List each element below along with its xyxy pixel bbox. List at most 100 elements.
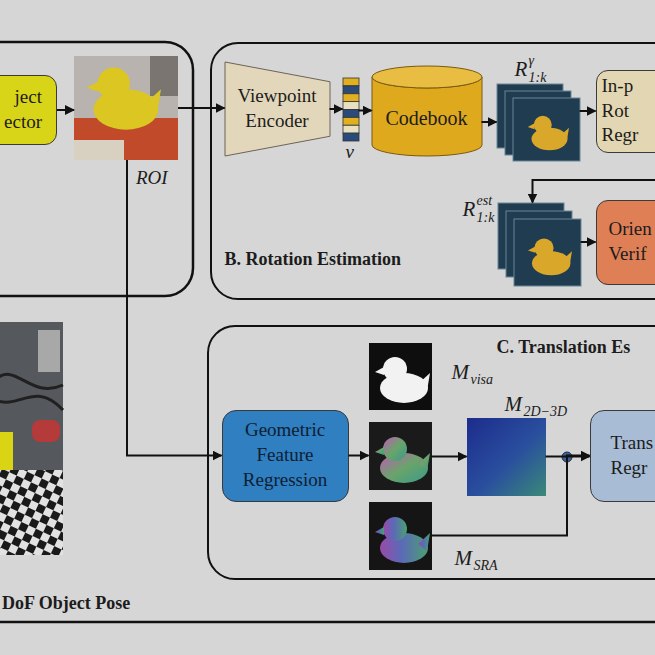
vector-cell [343,101,359,109]
text-holder: Geometric Feature Regression [223,411,348,501]
feature-duck [375,437,430,483]
cylinder-body [372,77,482,156]
mask-background [369,343,432,410]
verification-box: Orien Verif [596,200,655,285]
connector-arrow [546,456,590,458]
text-holder: In-p Rot Regr [597,71,655,152]
correspondence-image: M2D−3D [467,418,546,496]
connector-arrow [482,121,497,123]
vector-cell [343,85,359,93]
image-caption: ROI [136,168,168,187]
render-duck [528,238,572,275]
vector-cell [343,109,359,117]
connector-arrow [178,107,225,109]
vector-cell [343,117,359,125]
latent-vector: v [343,78,359,141]
box-label: In-p Rot Regr [602,74,652,148]
junction-dot [562,452,572,462]
text-holder: ject ector [0,76,56,144]
detection-panel [0,42,193,296]
connector-arrow [432,456,467,458]
text-holder: Orien Verif [597,201,655,284]
cylinder-top [372,66,482,88]
encoder-trapezoid-outline [225,62,330,156]
math-symbol: M [452,360,470,384]
feature-background [369,422,432,490]
photo-car [32,420,60,442]
box-label: Geometric Feature Regression [226,418,344,492]
render-stack [497,84,580,161]
encoder-trapezoid: Viewpoint Encoder [225,62,330,156]
trapezoid-shape [225,62,330,156]
roi-paper [74,140,124,160]
math-label: MSRA [455,546,473,571]
connector-arrow [57,109,74,111]
math-symbol: M [505,392,523,416]
outer-frame [0,0,655,622]
photo-object [38,330,60,372]
panel-title: C. Translation Es [497,338,631,358]
math-symbol: R [463,197,476,221]
connector-arrow [359,110,372,112]
rotation-stack: Rγ1:k [497,84,580,161]
region-image: MSRA [369,502,432,570]
feature-image [369,422,432,490]
region-duck [375,517,430,563]
connector-arrow [127,160,222,456]
rotation-stack: Rest1:k [498,203,581,286]
math-index: 1:k [529,70,547,87]
connector-arrow [581,241,596,243]
mask-silhouette [375,357,430,403]
connector-arrow [432,456,590,536]
render-image [514,219,581,286]
photo-marker-board [0,470,63,555]
math-index: γ [529,53,535,70]
box-label: Codebook [373,105,481,131]
render-duck [528,116,569,151]
vector-cell [343,133,359,141]
vector-cell [343,93,359,101]
connector-arrow [349,455,369,457]
codebook-cylinder: Codebook [372,66,482,156]
box-label: Orien Verif [609,217,655,266]
math-label: Mvisa [452,360,470,385]
math-index: visa [471,372,494,389]
vector-cell [343,78,359,86]
image-caption: v [346,142,354,161]
translation-panel: C. Translation Es Geometric Feature Regre… [207,325,655,580]
connector-arrow [580,110,596,112]
rotation-panel: B. Rotation EstimationViewpoint Encoderv… [210,42,655,300]
scene-photo [0,322,63,555]
roi-object [150,56,178,96]
math-index: 1:k [477,210,495,227]
panel-title: B. Rotation Estimation [225,250,402,270]
math-symbol: M [455,546,473,570]
math-index: SRA [474,558,498,575]
math-label: Rγ1:k [515,57,528,82]
photo-duck [0,432,13,472]
math-index: 2D−3D [524,404,568,421]
box-label: ject ector [0,85,42,134]
text-holder: Viewpoint Encoder [225,62,330,156]
translation-box: Trans Regr [590,410,655,502]
render-image [513,98,580,161]
correspondence-map [467,418,546,496]
roi-background [74,56,178,160]
figure-caption: DoF Object Pose [2,594,130,614]
latent-vector-outline [343,78,359,141]
photo-cables [0,374,63,410]
photo-background [0,322,63,555]
box-label: Trans Regr [611,431,655,480]
connector-arrow [330,108,343,110]
roi-duck [87,68,161,130]
math-label: Rest1:k [463,197,476,222]
connector-arrow [533,153,655,203]
math-symbol: R [515,57,528,81]
regression-box: In-p Rot Regr [596,70,655,153]
text-holder: Codebook [372,66,482,156]
regression-box: Geometric Feature Regression [222,410,349,502]
